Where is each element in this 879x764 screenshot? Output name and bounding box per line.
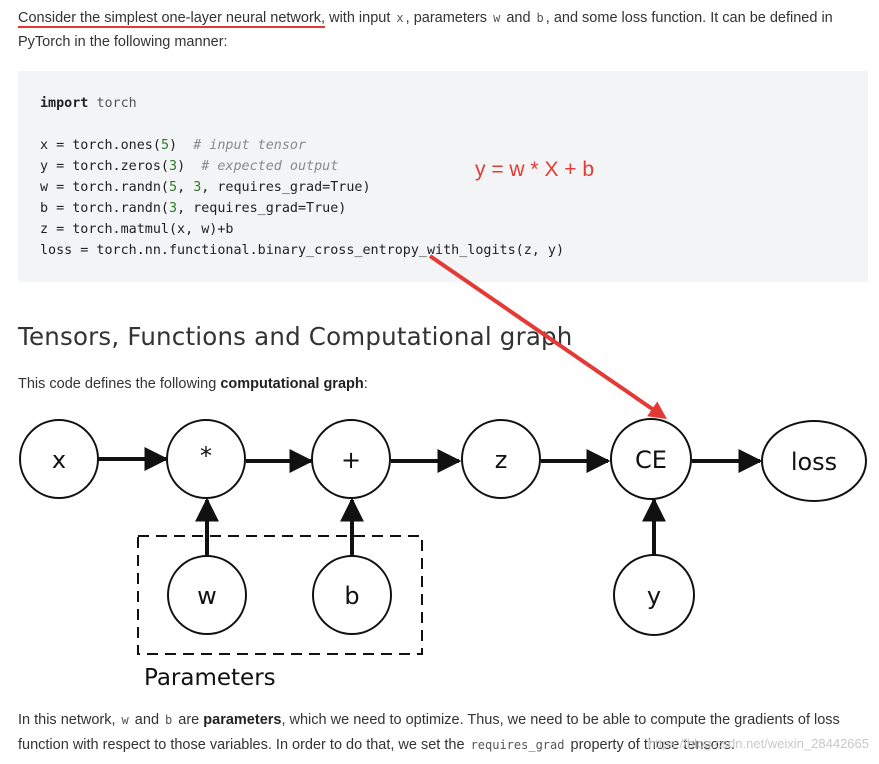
watermark: https://blog.csdn.net/weixin_28442665: [647, 736, 869, 751]
node-ce: CE: [610, 418, 692, 500]
svg-text:y: y: [647, 582, 661, 610]
parameters-label: Parameters: [144, 665, 276, 691]
node-x: x: [19, 419, 99, 499]
svg-text:loss: loss: [791, 448, 837, 476]
intro-paragraph: Consider the simplest one-layer neural n…: [18, 10, 833, 50]
node-y: y: [613, 554, 695, 636]
svg-text:b: b: [344, 582, 359, 610]
node-mul: *: [166, 419, 246, 499]
inline-code-b2: b: [165, 713, 173, 727]
graph-intro-text: This code defines the following computat…: [18, 376, 368, 392]
node-loss: loss: [761, 420, 867, 502]
svg-text:*: *: [200, 442, 212, 470]
intro-underlined-text: Consider the simplest one-layer neural n…: [18, 10, 326, 26]
inline-code-requires-grad: requires_grad: [470, 738, 565, 752]
node-add: +: [311, 419, 391, 499]
formula-annotation: y = w * X + b: [475, 158, 595, 181]
inline-code-x: x: [396, 11, 404, 25]
section-heading: Tensors, Functions and Computational gra…: [18, 322, 573, 351]
code-block: import torch x = torch.ones(5) # input t…: [18, 71, 868, 282]
inline-code-b: b: [536, 11, 544, 25]
inline-code-w2: w: [121, 713, 129, 727]
svg-text:w: w: [197, 582, 217, 610]
svg-text:x: x: [52, 446, 66, 474]
annotation-arrow: [428, 254, 667, 420]
code-listing: import torch x = torch.ones(5) # input t…: [40, 96, 565, 258]
inline-code-w: w: [493, 11, 501, 25]
svg-text:+: +: [341, 446, 361, 474]
node-w: w: [167, 555, 247, 635]
parameters-group-box: [137, 535, 423, 655]
node-z: z: [461, 419, 541, 499]
node-b: b: [312, 555, 392, 635]
svg-text:CE: CE: [635, 446, 667, 474]
svg-text:z: z: [495, 446, 508, 474]
outro-paragraph: In this network, w and b are parameters,…: [18, 712, 840, 753]
